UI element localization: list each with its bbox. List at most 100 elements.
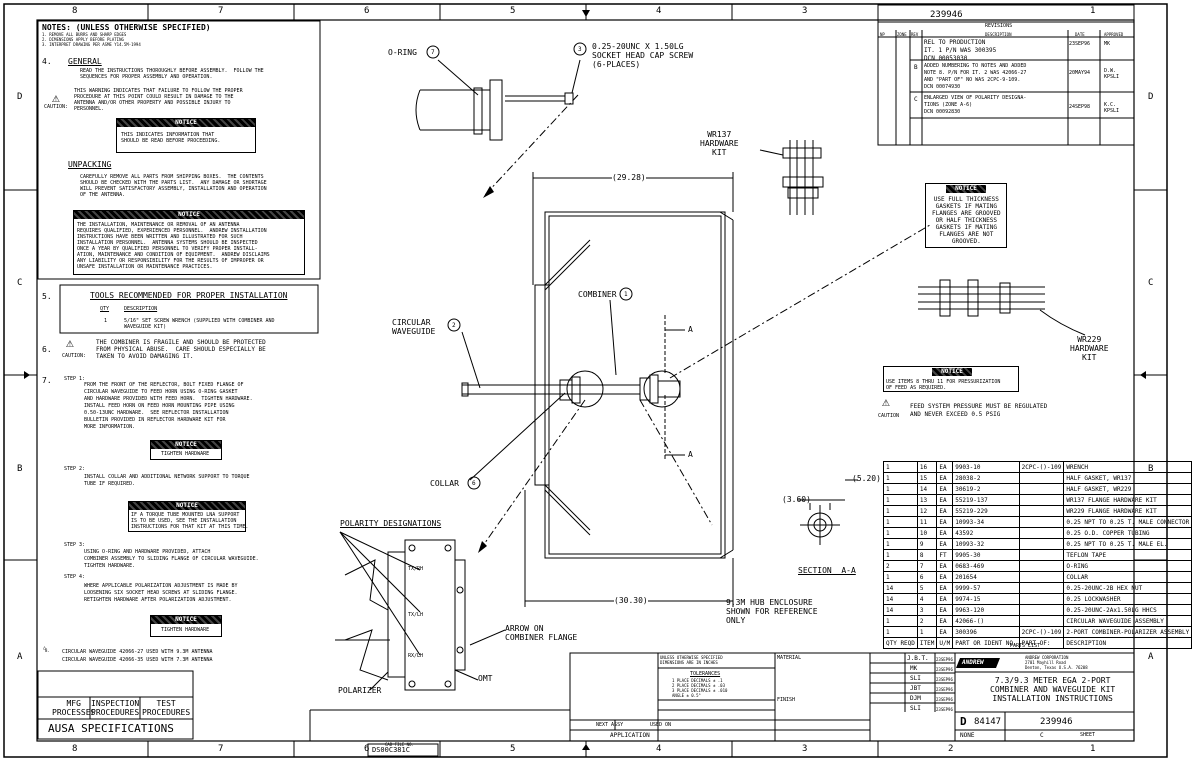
pressurization-notice-banner: NOTICE — [932, 368, 972, 376]
parts-list-cell: 2CPC-()-109 — [1018, 626, 1065, 638]
parts-list-cell: EA — [936, 505, 954, 517]
gasket-notice-banner: NOTICE — [946, 185, 986, 193]
parts-list-cell: 1 — [883, 483, 918, 495]
step-1-text: FROM THE FRONT OF THE REFLECTOR, BOLT FI… — [84, 382, 253, 430]
parts-list-cell: 1 — [883, 538, 918, 550]
parts-list-cell — [1018, 472, 1065, 484]
parts-list-cell: EA — [936, 604, 954, 616]
parts-list-cell: 9 — [916, 538, 938, 550]
polarizer-callout: POLARIZER — [338, 686, 382, 695]
parts-list-cell: 55219-137 — [952, 494, 1020, 506]
pressurization-notice-box: NOTICE USE ITEMS 8 THRU 11 FOR PRESSURIZ… — [883, 366, 1019, 392]
capscrew-callout: 0.25-20UNC X 1.50LG SOCKET HEAD CAP SCRE… — [592, 42, 694, 69]
general-notes: 1. REMOVE ALL BURRS AND SHARP EDGES — [42, 32, 127, 37]
cad-file-label: CAD FILE NO. — [385, 742, 414, 747]
caution-triangle-icon: ⚠ — [882, 395, 890, 410]
parts-list-cell: 5 — [916, 582, 938, 594]
parts-list-cell: 1 — [883, 505, 918, 517]
parts-list-cell: EA — [936, 582, 954, 594]
revisions-header: REV — [911, 32, 919, 37]
parts-list-cell: 14 — [883, 582, 918, 594]
parts-list-cell: 12 — [916, 505, 938, 517]
dimension-5-20: (5.20) — [852, 474, 881, 483]
revisions-title: REVISIONS — [985, 23, 1013, 29]
parts-list-cell: 2 — [883, 560, 918, 572]
used-on-label: USED ON — [650, 722, 672, 728]
section-marker-top: A — [688, 325, 693, 334]
parts-list-cell: 55219-229 — [952, 505, 1020, 517]
tools-title: TOOLS RECOMMENDED FOR PROPER INSTALLATIO… — [90, 291, 288, 300]
zone-label-left: B — [17, 464, 23, 474]
parts-list-cell: 1 — [883, 516, 918, 528]
parts-list-cell: DESCRIPTION — [1063, 637, 1192, 649]
zone-label-top: 7 — [218, 6, 224, 16]
drawing-number: 239946 — [1040, 717, 1073, 727]
size-code: D — [960, 715, 967, 728]
zone-label-bottom: 2 — [948, 744, 954, 754]
circular-waveguide-callout: CIRCULAR WAVEGUIDE — [392, 318, 436, 336]
next-assy-label: NEXT ASSY — [596, 722, 624, 728]
parts-list-cell: 10993-32 — [952, 538, 1020, 550]
step-1-label: STEP 1: — [64, 376, 86, 382]
note-4-text: READ THE INSTRUCTIONS THOROUGHLY BEFORE … — [80, 68, 264, 80]
parts-list-cell: U/M — [936, 637, 954, 649]
dimension-top: (29.28) — [612, 173, 646, 182]
parts-list-cell: 30619-2 — [952, 483, 1020, 495]
step-2-notice-banner: NOTICE — [129, 502, 245, 510]
parts-list-cell: TEFLON TAPE — [1063, 549, 1192, 561]
parts-list-cell: EA — [936, 626, 954, 638]
gasket-notice-text: USE FULL THICKNESS GASKETS IF MATING FLA… — [932, 196, 1001, 245]
zone-label-right: D — [1148, 92, 1154, 102]
installation-notice-box: NOTICE THE INSTALLATION, MAINTENANCE OR … — [73, 210, 305, 275]
zone-label-bottom: 1 — [1090, 744, 1096, 754]
parts-list-cell: 2CPC-()-109 — [1018, 461, 1065, 473]
note-6-caution: CAUTION: — [62, 353, 87, 359]
omt-callout: OMT — [478, 674, 493, 683]
tighten-notice-text: TIGHTEN HARDWARE — [161, 451, 210, 457]
parts-list-cell — [1018, 571, 1065, 583]
zone-label-top: 5 — [510, 6, 516, 16]
zone-label-bottom: 5 — [510, 744, 516, 754]
revisions-header: DATE — [1075, 32, 1085, 37]
parts-list-cell: 300396 — [952, 626, 1020, 638]
parts-list-cell: 2 — [916, 615, 938, 627]
caution-triangle-icon: ⚠ — [66, 336, 74, 351]
step-2-notice: NOTICE IF A TORQUE TUBE MOUNTED LNA SUPP… — [128, 501, 248, 532]
zone-label-bottom: 6 — [364, 744, 370, 754]
parts-list-cell: 0.25 NPT TO 0.25 T. MALE EL. — [1063, 538, 1192, 550]
note-8-text: CIRCULAR WAVEGUIDE 42066-27 USED WITH 9.… — [62, 649, 213, 663]
unless-specified: UNLESS OTHERWISE SPECIFIED DIMENSIONS AR… — [660, 655, 723, 665]
parts-list-cell — [1018, 560, 1065, 572]
parts-list-cell: 1 — [916, 626, 938, 638]
revision-desc: ENLARGED VIEW OF POLARITY DESIGNA- TIONS… — [924, 95, 1027, 115]
tighten-notice-1: NOTICE TIGHTEN HARDWARE — [150, 440, 222, 460]
parts-list-cell: FT — [936, 549, 954, 561]
caution-label: CAUTION: — [44, 104, 69, 110]
parts-list-cell — [1018, 593, 1065, 605]
parts-list-cell: 1 — [883, 527, 918, 539]
revision-date: 20MAY94 — [1069, 70, 1091, 76]
parts-list-cell: 1 — [883, 615, 918, 627]
caution-triangle-icon: ⚠ — [52, 91, 60, 106]
dimension-3-60: (3.60) — [782, 495, 811, 504]
parts-list-cell: COLLAR — [1063, 571, 1192, 583]
revision-date: 24SEP98 — [1069, 104, 1091, 110]
andrew-logo: ANDREW — [962, 659, 984, 666]
revisions-header: NP — [880, 32, 885, 37]
installation-notice-text: THE INSTALLATION, MAINTENANCE OR REMOVAL… — [77, 222, 270, 270]
parts-list-cell: WR137 FLANGE HARDWARE KIT — [1063, 494, 1192, 506]
parts-list-label: PARTS LIST — [1010, 643, 1041, 649]
revision-rev: B — [914, 64, 918, 71]
port-label: TX/LH — [408, 612, 424, 618]
